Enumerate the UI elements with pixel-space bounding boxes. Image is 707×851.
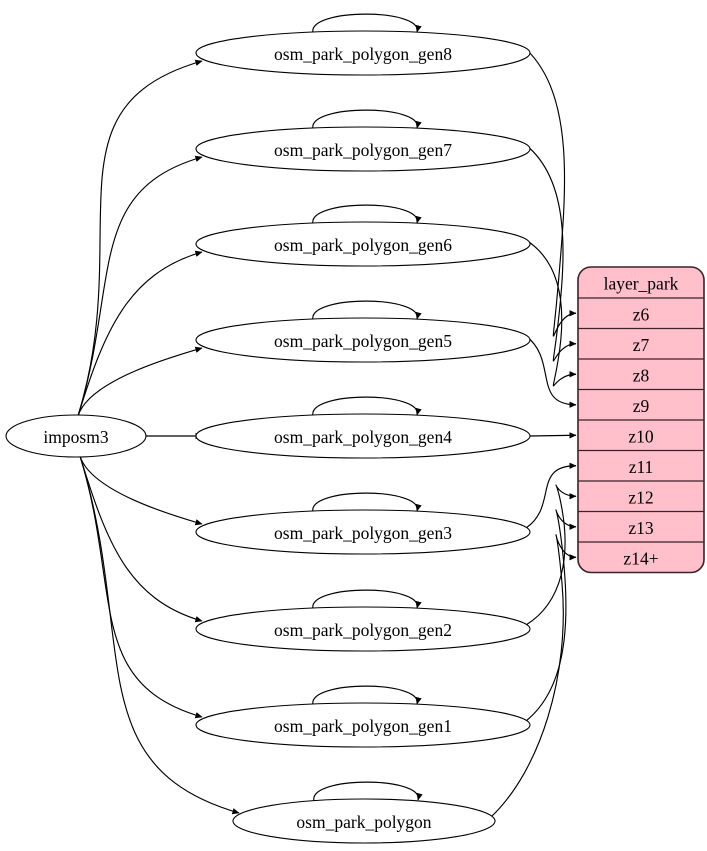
table-outline (577, 266, 705, 574)
node-ellipse[interactable] (232, 798, 496, 844)
node-base[interactable]: osm_park_polygon (232, 798, 496, 844)
self-loop-edge-gen5 (312, 300, 422, 321)
edge-gen1-to-z13 (525, 509, 577, 722)
node-label: osm_park_polygon_gen3 (274, 523, 452, 543)
edge-gen8-to-z6 (525, 48, 577, 337)
node-ellipse[interactable] (195, 221, 531, 267)
edge-imposm3-to-gen8 (77, 59, 203, 417)
table-row-z9[interactable]: z9 (633, 396, 650, 416)
edge-imposm3-to-gen5 (77, 346, 203, 417)
self-loop-edge-gen3 (312, 492, 422, 513)
edge-imposm3-to-gen2 (79, 455, 203, 623)
edge-gen7-to-z7 (525, 144, 577, 362)
node-label: osm_park_polygon_gen4 (274, 427, 452, 447)
edges-layer (77, 13, 577, 818)
node-ellipse[interactable] (5, 414, 147, 458)
node-label: imposm3 (43, 427, 108, 447)
node-label: osm_park_polygon_gen7 (274, 140, 452, 160)
node-gen2[interactable]: osm_park_polygon_gen2 (195, 606, 531, 652)
self-loop-edge-gen2 (312, 589, 422, 610)
edge-imposm3-to-gen7 (77, 155, 203, 417)
node-gen5[interactable]: osm_park_polygon_gen5 (195, 317, 531, 363)
nodes-layer: imposm3 osm_park_polygon_gen8 osm_park_pol… (5, 30, 531, 844)
table-row-z12[interactable]: z12 (628, 487, 653, 507)
node-ellipse[interactable] (195, 702, 531, 748)
node-gen4[interactable]: osm_park_polygon_gen4 (195, 413, 531, 459)
node-label: osm_park_polygon_gen5 (274, 331, 452, 351)
table-header-layer-park: layer_park (604, 274, 679, 294)
self-loop-edge-base (313, 781, 423, 802)
edge-gen2-to-z12 (525, 484, 577, 626)
table-row-z7[interactable]: z7 (633, 335, 650, 355)
self-loop-edge-gen1 (312, 685, 422, 706)
table-row-z11[interactable]: z11 (629, 457, 654, 477)
edge-base-to-z14plus (490, 534, 577, 818)
node-gen6[interactable]: osm_park_polygon_gen6 (195, 221, 531, 267)
node-label: osm_park_polygon_gen2 (274, 620, 452, 640)
table-row-z13[interactable]: z13 (628, 518, 654, 538)
node-ellipse[interactable] (195, 509, 531, 555)
node-imposm3[interactable]: imposm3 (5, 414, 147, 458)
node-gen1[interactable]: osm_park_polygon_gen1 (195, 702, 531, 748)
table-row-z6[interactable]: z6 (633, 304, 650, 324)
edge-gen4-to-z10 (529, 432, 577, 439)
self-loop-edge-gen4 (312, 396, 422, 417)
node-ellipse[interactable] (195, 413, 531, 459)
node-ellipse[interactable] (195, 606, 531, 652)
edge-gen3-to-z11 (525, 462, 577, 529)
node-label: osm_park_polygon (296, 812, 431, 832)
layer-park-table[interactable]: layer_park z6 z7 z8 z9 z10 z11 z12 z13 z14+ (577, 266, 705, 574)
self-loop-edge-gen8 (312, 13, 422, 34)
edge-imposm3-to-base (79, 455, 240, 815)
table-row-z8[interactable]: z8 (633, 365, 650, 385)
edge-gen5-to-z9 (525, 335, 577, 408)
self-loop-edge-gen6 (312, 204, 422, 225)
self-loop-edge-gen7 (312, 109, 422, 130)
node-gen3[interactable]: osm_park_polygon_gen3 (195, 509, 531, 555)
node-gen7[interactable]: osm_park_polygon_gen7 (195, 126, 531, 172)
node-ellipse[interactable] (195, 126, 531, 172)
node-ellipse[interactable] (195, 30, 531, 76)
edge-imposm3-to-gen3 (79, 455, 203, 526)
node-label: osm_park_polygon_gen1 (274, 716, 452, 736)
node-gen8[interactable]: osm_park_polygon_gen8 (195, 30, 531, 76)
edge-gen6-to-z8 (525, 239, 577, 387)
node-ellipse[interactable] (195, 317, 531, 363)
node-label: osm_park_polygon_gen8 (274, 44, 452, 64)
table-row-z10[interactable]: z10 (628, 426, 654, 446)
table-row-z14plus[interactable]: z14+ (623, 548, 658, 568)
edge-imposm3-to-gen6 (77, 250, 203, 417)
edge-imposm3-to-gen1 (79, 455, 203, 719)
node-label: osm_park_polygon_gen6 (274, 235, 452, 255)
